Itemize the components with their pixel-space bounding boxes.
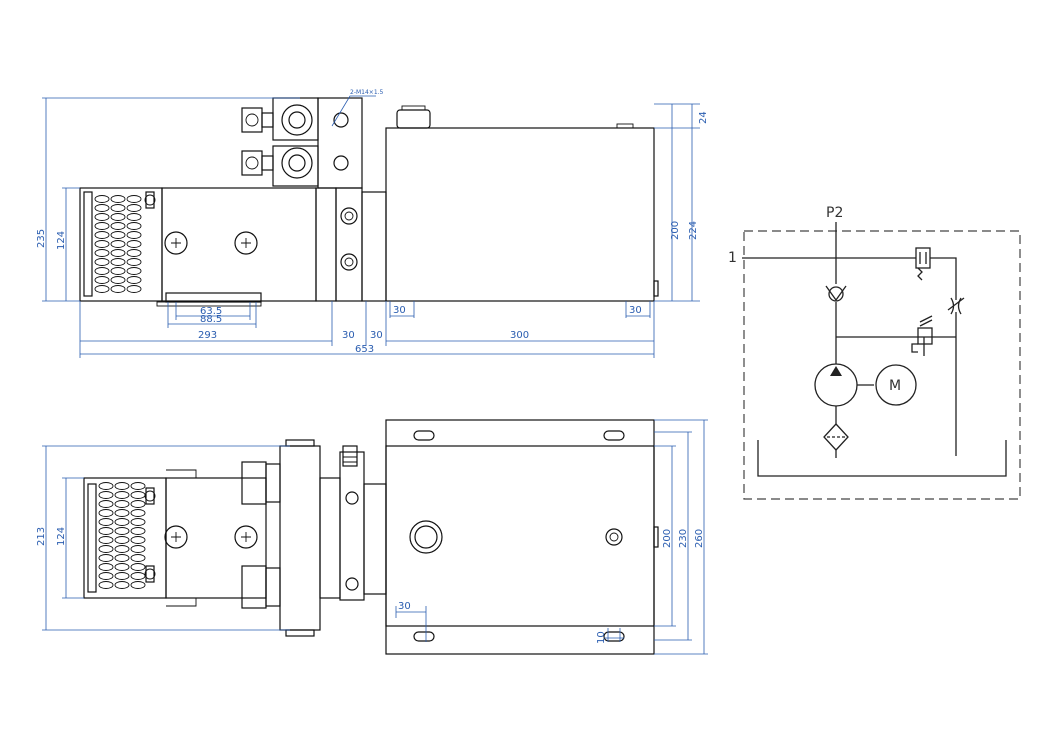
side-oil-tank — [385, 105, 659, 302]
top-motor-vent-grille — [98, 482, 146, 589]
dim-slot-width: 10 — [596, 631, 607, 644]
suction-filter-icon — [823, 423, 849, 451]
side-solenoid-valves — [241, 97, 363, 189]
motor-screw-icon — [234, 525, 258, 549]
port-label-p2: P2 — [826, 205, 843, 221]
dim-block-width-a: 30 — [342, 330, 355, 341]
pump-icon — [814, 363, 874, 407]
dim-tank-foot-left: 30 — [393, 305, 406, 316]
line-label-1: 1 — [728, 250, 737, 266]
schematic-boundary — [743, 230, 1021, 500]
dim-tank-width-mid: 230 — [678, 529, 689, 548]
dim-thread-callout: 2-M14×1.5 — [350, 89, 384, 96]
electric-motor-icon: M — [875, 364, 917, 406]
reservoir-icon — [757, 440, 1007, 477]
dim-overall-length: 653 — [355, 344, 374, 355]
motor-screw-icon — [164, 231, 188, 255]
top-view: 213 124 200 230 260 30 10 — [36, 419, 708, 655]
relief-valve-icon — [911, 315, 933, 353]
dim-width-total: 213 — [36, 527, 47, 546]
side-view: 235 124 2-M14×1.5 24 200 224 63.5 88.5 3… — [36, 89, 709, 358]
dim-bracket-inner: 63.5 — [200, 306, 222, 317]
dim-tank-width-inner: 200 — [662, 529, 673, 548]
dim-top-offset: 24 — [698, 111, 709, 124]
throttle-valve-icon — [947, 297, 965, 315]
dim-tank-length: 300 — [510, 330, 529, 341]
side-motor-vent-grille — [94, 195, 142, 293]
side-motor — [79, 187, 317, 307]
dim-tank-width-outer: 260 — [694, 529, 705, 548]
motor-screw-icon — [234, 231, 258, 255]
check-valve-icon — [825, 285, 847, 302]
dim-motor-diameter: 124 — [56, 231, 67, 250]
hydraulic-schematic: P2 1 — [728, 205, 1021, 500]
motor-label: M — [889, 378, 901, 394]
top-motor — [83, 469, 267, 607]
dim-top-motor-diameter: 124 — [56, 527, 67, 546]
dim-tank-foot-right: 30 — [629, 305, 642, 316]
dim-mount-offset: 30 — [398, 601, 411, 612]
dim-tank-height: 200 — [670, 221, 681, 240]
dim-motor-length: 293 — [198, 330, 217, 341]
top-view-dimensions: 213 124 200 230 260 30 10 — [36, 419, 708, 655]
top-valve-assembly — [241, 439, 387, 637]
dim-height-right: 224 — [688, 221, 699, 240]
solenoid-valve-icon — [915, 247, 931, 281]
dim-bracket-outer: 88.5 — [200, 314, 222, 325]
motor-screw-icon — [164, 525, 188, 549]
top-oil-tank — [385, 419, 659, 655]
side-view-dimensions: 235 124 2-M14×1.5 24 200 224 63.5 88.5 3… — [36, 89, 709, 358]
dim-height-total: 235 — [36, 229, 47, 248]
side-valve-block — [315, 187, 387, 302]
return-line — [742, 257, 957, 456]
filler-cap-icon — [409, 520, 443, 554]
dim-block-width-b: 30 — [370, 330, 383, 341]
